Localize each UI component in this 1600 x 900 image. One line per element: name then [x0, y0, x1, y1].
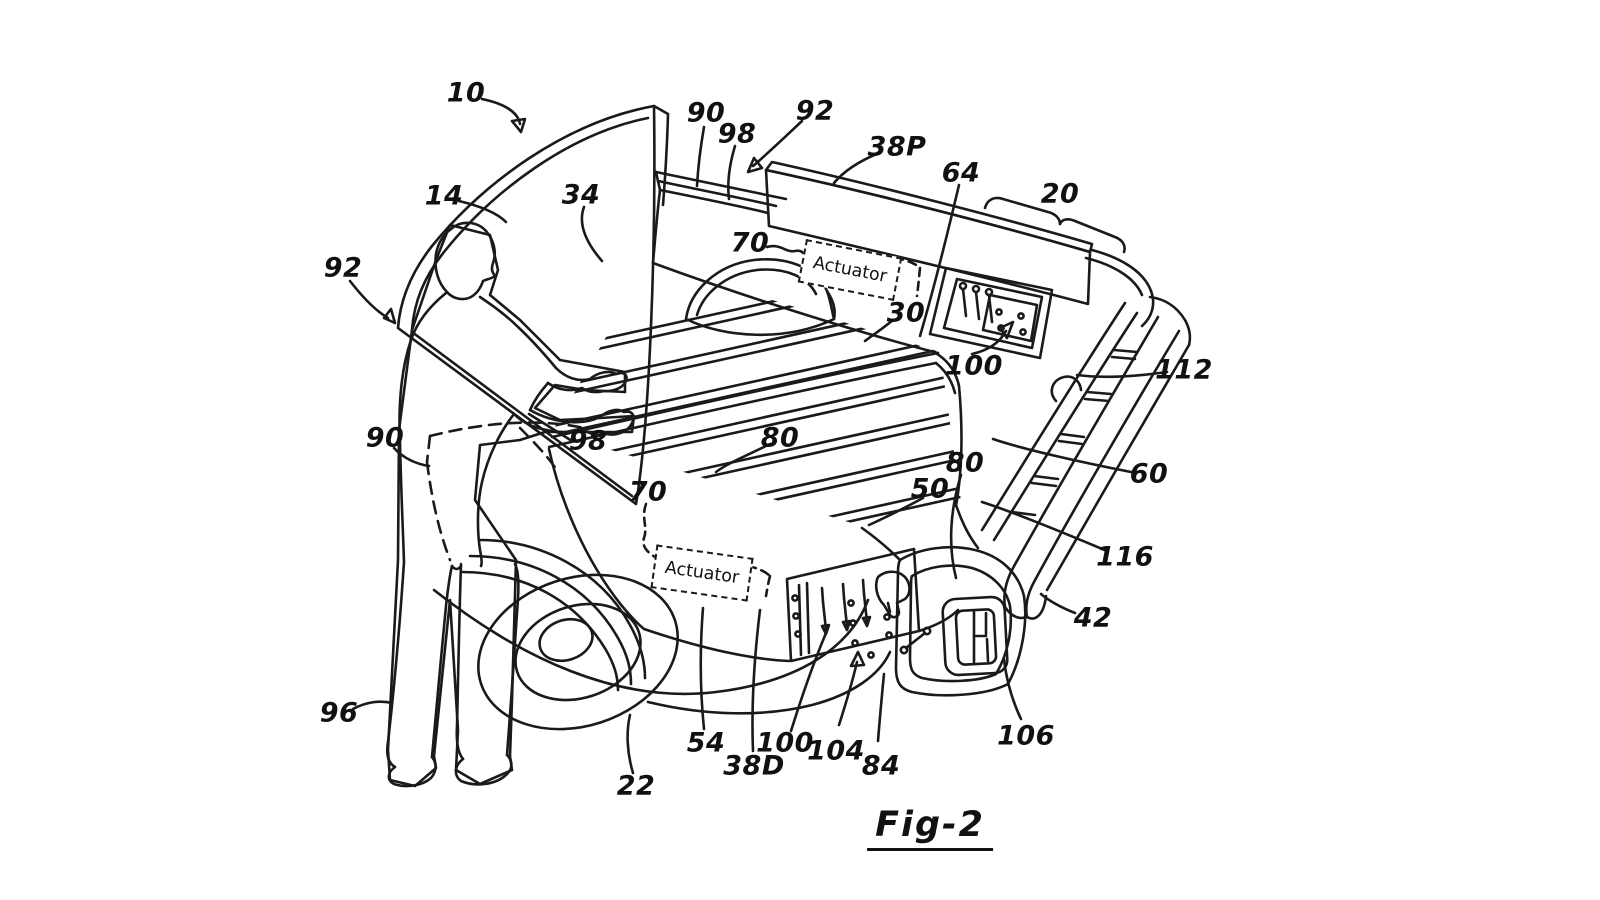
- ref-label-34: 34: [561, 179, 601, 211]
- ref-label-80: 80: [760, 422, 800, 454]
- bed-front-wall: [651, 170, 936, 354]
- tail-light-lens: [954, 608, 998, 666]
- ref-label-14: 14: [424, 180, 464, 212]
- ref-label-30: 30: [886, 297, 926, 329]
- front-panel-raised-38P: [764, 160, 1094, 306]
- ref-label-10: 10: [446, 77, 486, 109]
- ref-label-70: 70: [730, 227, 770, 259]
- ref-label-100: 100: [756, 727, 814, 759]
- ref-label-22: 22: [616, 770, 656, 802]
- ref-label-92: 92: [795, 95, 835, 127]
- ref-label-42: 42: [1073, 602, 1113, 634]
- drill-icon: [874, 570, 911, 619]
- mounting-holes: [791, 594, 893, 659]
- figure-caption: Fig-2: [867, 805, 993, 851]
- side-panel-raised: [396, 104, 670, 506]
- tailgate-ribs: [1010, 348, 1139, 517]
- underbody-and-wheel: [432, 538, 892, 731]
- tool-pocket-top: [928, 266, 1054, 360]
- ref-label-84: 84: [861, 750, 901, 782]
- ref-label-20: 20: [1040, 178, 1080, 210]
- ref-label-98: 98: [568, 425, 608, 457]
- ref-label-50: 50: [910, 473, 950, 505]
- rear-corner-and-tail-light: [894, 545, 1027, 697]
- ref-label-54: 54: [686, 727, 726, 759]
- ref-label-70: 70: [628, 476, 668, 508]
- ref-label-90: 90: [365, 422, 405, 454]
- ref-label-90: 90: [686, 97, 726, 129]
- ref-label-104: 104: [807, 735, 865, 767]
- ref-label-60: 60: [1129, 458, 1169, 490]
- ref-label-116: 116: [1096, 541, 1154, 573]
- tail-light-housing: [941, 595, 1009, 677]
- ref-label-38P: 38P: [867, 131, 927, 163]
- bracket-20: [983, 196, 1126, 254]
- screwdrivers: [820, 578, 872, 636]
- wheel-hub: [538, 617, 594, 663]
- ref-label-80: 80: [945, 447, 985, 479]
- tailgate-open-60: [1003, 295, 1192, 620]
- ref-label-98: 98: [717, 118, 757, 150]
- rear-wheel-tire: [477, 573, 679, 731]
- phantom-lowered-panel: [425, 421, 586, 562]
- ref-label-64: 64: [941, 157, 981, 189]
- ref-label-112: 112: [1155, 354, 1213, 386]
- ref-label-38D: 38D: [723, 750, 785, 782]
- tool-compartment-side: [785, 547, 960, 663]
- ref-label-92: 92: [323, 252, 363, 284]
- ref-label-106: 106: [997, 720, 1055, 752]
- bed-floor-slats: [552, 262, 962, 528]
- leader-lines: [348, 97, 1169, 775]
- small-tools-top: [958, 281, 994, 324]
- ref-label-100: 100: [945, 350, 1003, 382]
- person-figure: [385, 221, 636, 788]
- ref-label-96: 96: [319, 697, 359, 729]
- right-side-rail: [980, 248, 1155, 542]
